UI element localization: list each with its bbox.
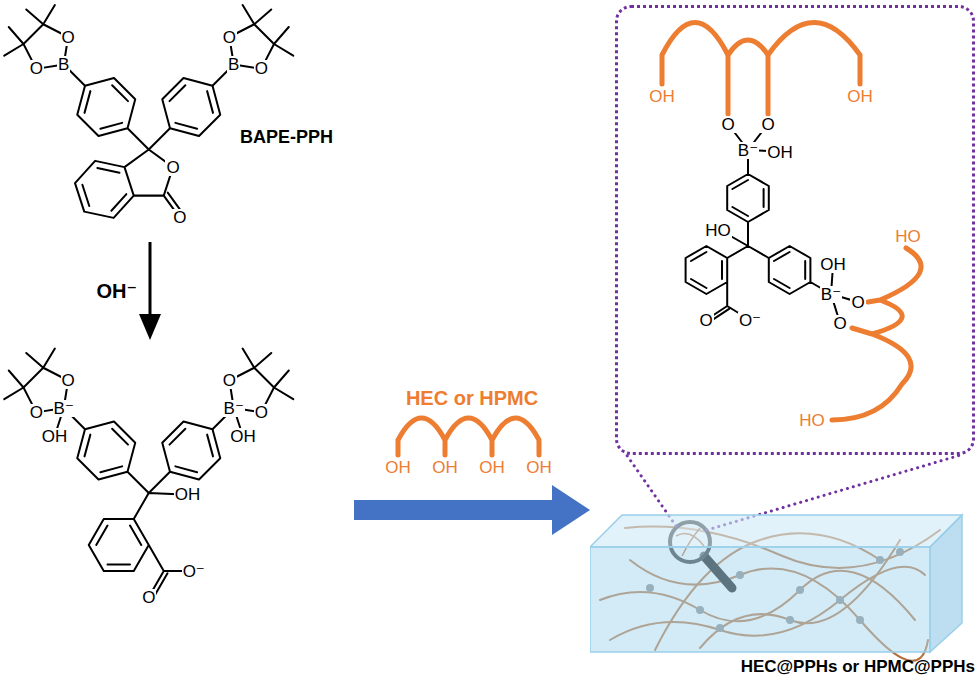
hydrogel-caption: HEC@PPHs or HPMC@PPHs bbox=[741, 658, 975, 675]
box-front-face bbox=[590, 547, 930, 652]
atom-label: O bbox=[141, 589, 156, 606]
reaction-arrow bbox=[139, 242, 161, 340]
atom-label: O bbox=[698, 312, 713, 329]
atom-label: O bbox=[254, 60, 269, 77]
atom-label: O bbox=[832, 315, 847, 332]
molecule-structure: BAPE-PPHOBOOBOOO bbox=[2, 2, 342, 242]
carboxylate-bonds bbox=[55, 408, 244, 599]
hydrogel-box-shape bbox=[590, 505, 975, 655]
atom-label: O bbox=[165, 159, 180, 176]
arrow-head bbox=[552, 485, 590, 535]
atom-label: O bbox=[172, 209, 187, 226]
atom-label: OH bbox=[766, 144, 794, 161]
atom-label: O⁻ bbox=[182, 563, 206, 580]
arrow-shaft bbox=[354, 500, 556, 520]
atom-label: HO bbox=[894, 228, 922, 245]
atom-label: O⁻ bbox=[738, 312, 762, 329]
atom-label: O bbox=[222, 29, 237, 46]
atom-label: O bbox=[61, 29, 76, 46]
atom-label: OH bbox=[41, 428, 69, 445]
atom-label: B⁻ bbox=[737, 142, 759, 159]
atom-label: OH bbox=[174, 486, 202, 503]
hydroxyl-label: OH bbox=[478, 459, 506, 476]
box-side-face bbox=[930, 515, 962, 652]
lactone-bonds bbox=[75, 150, 184, 218]
atom-label: OH bbox=[229, 428, 257, 445]
box-top-face bbox=[590, 515, 962, 547]
compound-name: BAPE-PPH bbox=[240, 128, 333, 146]
hydrogel-box: HEC@PPHs or HPMC@PPHs bbox=[590, 505, 975, 685]
atom-label: OH bbox=[819, 256, 847, 273]
atom-label: O bbox=[61, 372, 76, 389]
crosslink-bonds bbox=[686, 124, 858, 323]
zoom-callout: OHOOOHB⁻OHHOHOOHB⁻OOOO⁻HO bbox=[615, 5, 975, 455]
mixing-arrow bbox=[354, 485, 590, 535]
atom-label: B⁻ bbox=[223, 400, 245, 417]
atom-label: B bbox=[57, 56, 70, 73]
atom-label: O bbox=[254, 404, 269, 421]
molecule-bonds bbox=[4, 349, 293, 494]
atom-label: O bbox=[29, 404, 44, 421]
polymer-chain bbox=[398, 418, 539, 455]
atom-label: HO bbox=[798, 412, 826, 429]
hydroxyl-label: OH bbox=[384, 459, 412, 476]
polymer-chain bbox=[662, 23, 860, 115]
polymer-chain bbox=[832, 248, 921, 420]
arrow-shaft bbox=[149, 242, 152, 317]
arrow-head bbox=[139, 314, 161, 340]
atom-label: O bbox=[720, 116, 735, 133]
hydroxyl-label: OH bbox=[431, 459, 459, 476]
atom-label: B bbox=[227, 56, 240, 73]
atom-label: O bbox=[760, 116, 775, 133]
hydroxyl-label: OH bbox=[525, 459, 553, 476]
atom-label: HO bbox=[704, 222, 732, 239]
atom-label: OH bbox=[648, 88, 676, 105]
molecule-structure: O B⁻ O OH O B⁻ O OH OH O O⁻ bbox=[2, 340, 354, 608]
atom-label: B⁻ bbox=[53, 400, 75, 417]
atom-label: O bbox=[222, 372, 237, 389]
atom-label: O bbox=[850, 294, 865, 311]
atom-label: B⁻ bbox=[820, 286, 842, 303]
atom-label: OH bbox=[846, 88, 874, 105]
atom-label: O bbox=[29, 60, 44, 77]
edge-label: HEC or HPMC bbox=[405, 388, 539, 408]
edge-label: OH⁻ bbox=[95, 281, 138, 301]
